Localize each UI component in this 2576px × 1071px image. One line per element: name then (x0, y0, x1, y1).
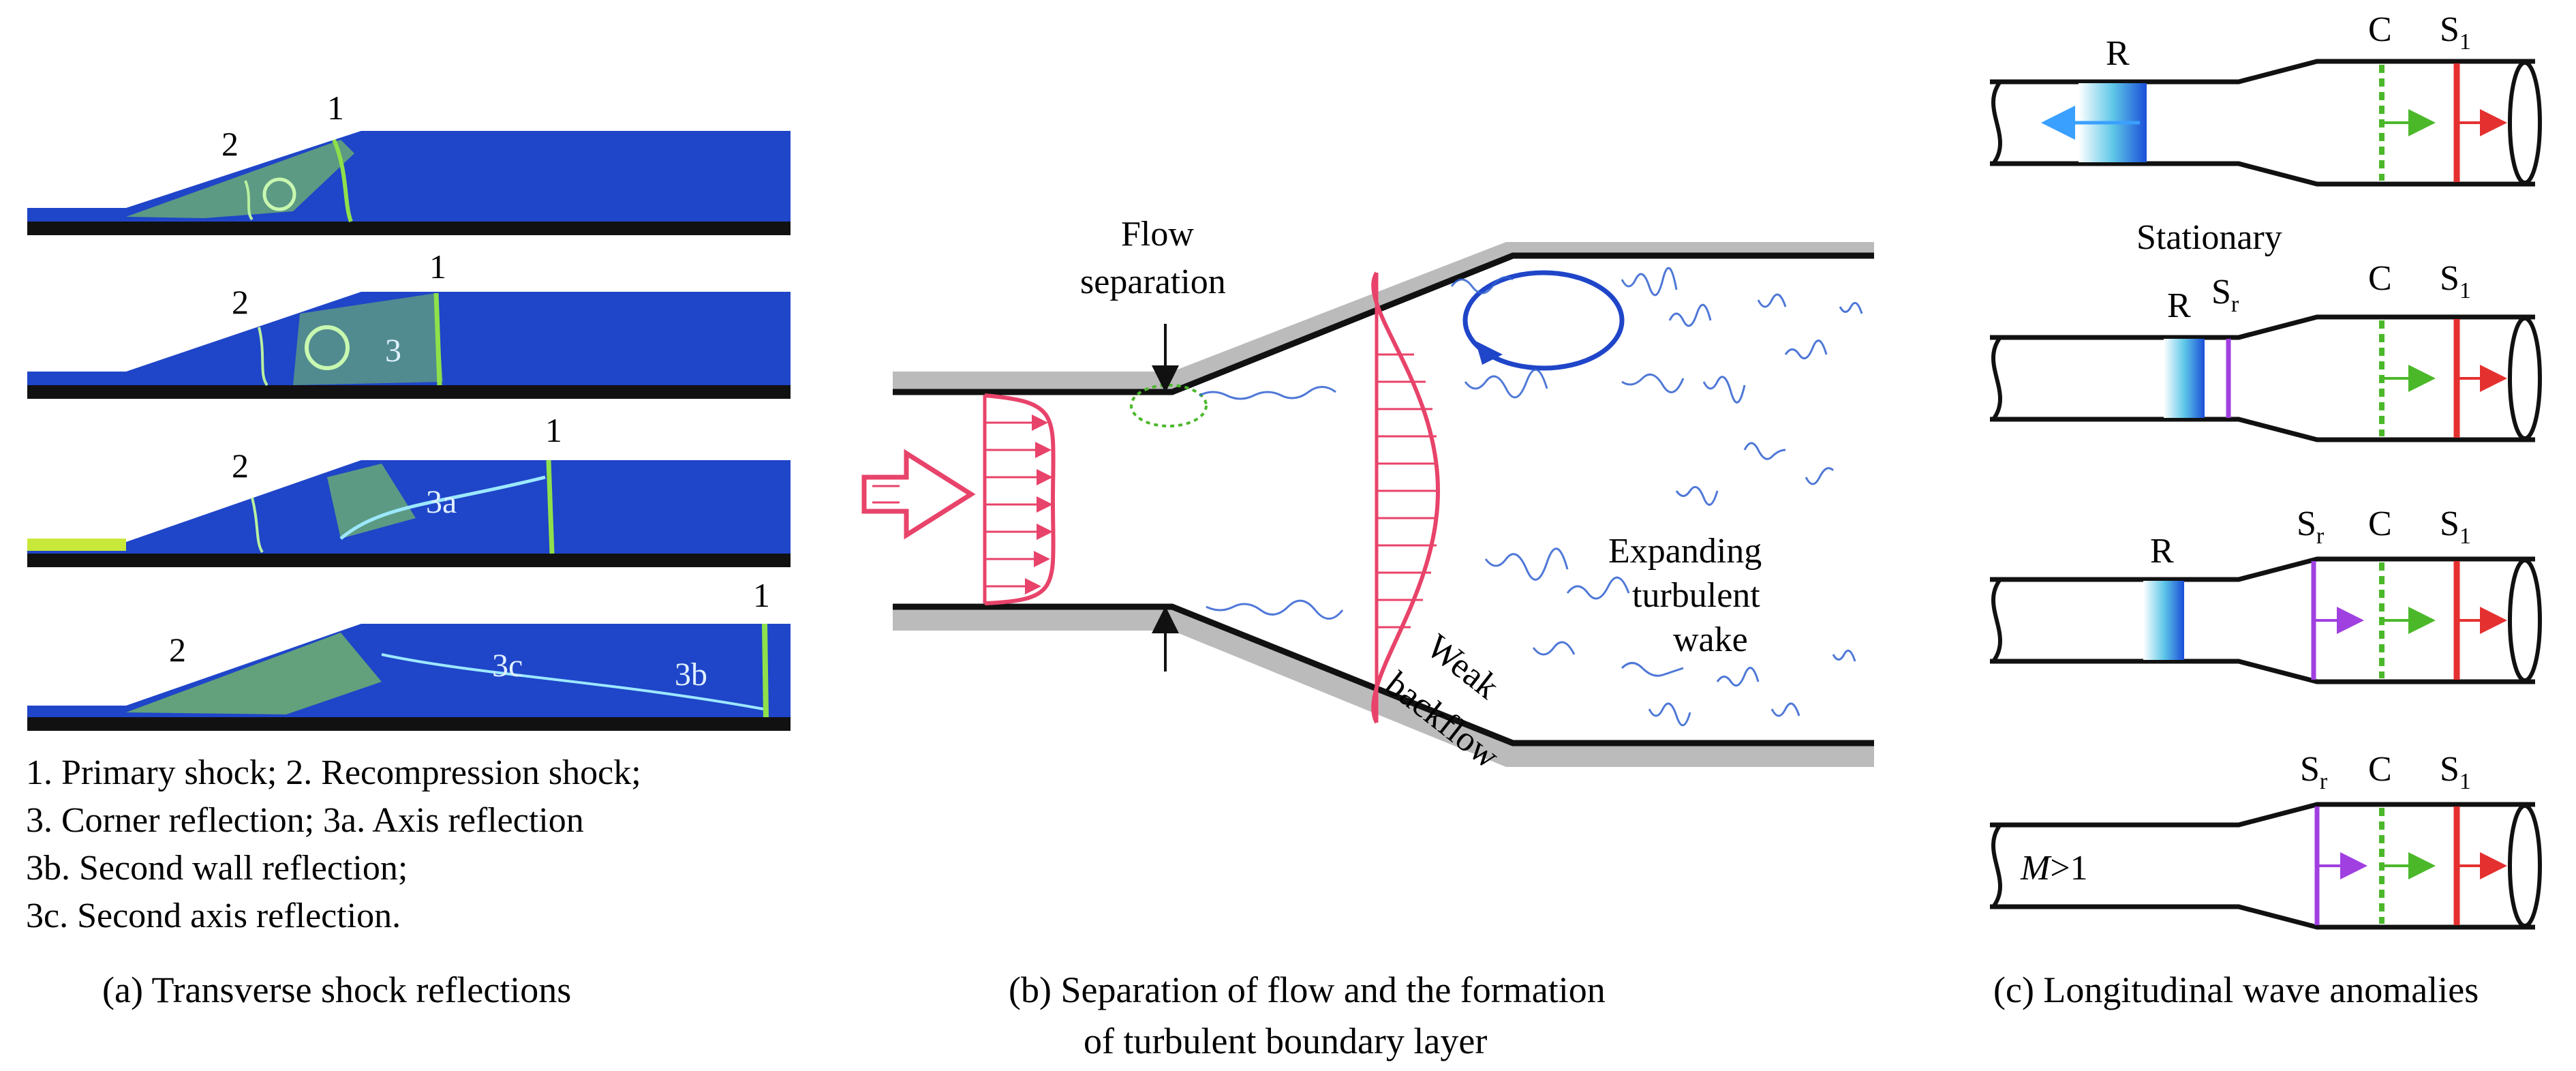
cfd-row-3: 1 2 3a (27, 411, 791, 567)
legend-line-4: 3c. Second axis reflection. (26, 896, 401, 935)
inflow-arrow-icon (861, 449, 976, 540)
tube2-Sr: Sr (2211, 273, 2239, 317)
tube3-Sr: Sr (2297, 504, 2325, 549)
label-wake: wake (1673, 620, 1748, 659)
tube2-R: R (2167, 286, 2191, 325)
row1-label-1: 1 (327, 89, 344, 127)
tube4-mach: M>1 (2020, 849, 2088, 888)
tube4-C: C (2368, 750, 2392, 789)
label-flow: Flow (1121, 215, 1194, 254)
turbulent-wake (1199, 267, 1863, 727)
cfd-row-1: 1 2 (27, 89, 791, 235)
row4-label-3b: 3b (675, 657, 707, 693)
tube1-R: R (2106, 34, 2130, 73)
tube-1: R C S1 (1990, 10, 2542, 187)
label-separation: separation (1080, 262, 1226, 301)
tube4-S1: S1 (2440, 750, 2471, 794)
tube3-R: R (2150, 532, 2174, 571)
legend-line-2: 3. Corner reflection; 3a. Axis reflectio… (26, 801, 584, 840)
tube2-S1: S1 (2440, 259, 2471, 303)
tube2-C: C (2368, 259, 2392, 298)
caption-b-line1: (b) Separation of flow and the formation (1009, 969, 1606, 1010)
row2-label-2: 2 (232, 283, 249, 321)
row3-label-1: 1 (545, 411, 562, 449)
caption-a: (a) Transverse shock reflections (102, 969, 571, 1010)
lower-wall (893, 607, 1874, 767)
vortex-arrowhead-icon (1475, 341, 1503, 365)
row2-label-3: 3 (385, 333, 401, 369)
row4-label-1: 1 (753, 576, 770, 614)
legend-line-1: 1. Primary shock; 2. Recompression shock… (26, 753, 641, 792)
tube1-C: C (2368, 10, 2392, 49)
tube2-stationary: Stationary (2136, 218, 2282, 257)
row2-label-1: 1 (429, 247, 446, 286)
cfd-row-2: 1 2 3 (27, 247, 791, 399)
tube-4: M>1 Sr C S1 (1990, 750, 2542, 930)
row4-label-2: 2 (169, 631, 186, 669)
label-turbulent: turbulent (1632, 576, 1760, 615)
tube-2: Stationary R Sr C S1 (1990, 218, 2542, 442)
upper-wall (893, 242, 1874, 392)
tube1-S1: S1 (2440, 10, 2471, 55)
row4-label-3c: 3c (492, 648, 523, 684)
panel-c: R C S1 Stationary R Sr C S1 (1990, 10, 2542, 1010)
cfd-row-4: 1 2 3c 3b (27, 576, 791, 731)
tube-3: R Sr C S1 (1990, 504, 2542, 684)
row3-label-2: 2 (232, 447, 249, 485)
recirculation-vortex (1462, 270, 1625, 371)
legend-line-3: 3b. Second wall reflection; (26, 849, 408, 888)
backflow-velocity-profile (1371, 271, 1441, 724)
panel-b: Flow separation Weak backflow Expanding … (861, 215, 1874, 1061)
caption-b-line2: of turbulent boundary layer (1084, 1021, 1487, 1061)
row1-label-2: 2 (221, 125, 239, 163)
panel-a: 1 2 1 2 3 1 2 3a (26, 89, 791, 1010)
inlet-velocity-profile (983, 393, 1056, 605)
tube3-S1: S1 (2440, 504, 2471, 549)
tube3-C: C (2368, 504, 2392, 543)
caption-c: (c) Longitudinal wave anomalies (1993, 969, 2479, 1010)
row3-label-3a: 3a (426, 484, 457, 520)
label-expanding: Expanding (1608, 532, 1762, 571)
tube4-Sr: Sr (2300, 750, 2328, 794)
